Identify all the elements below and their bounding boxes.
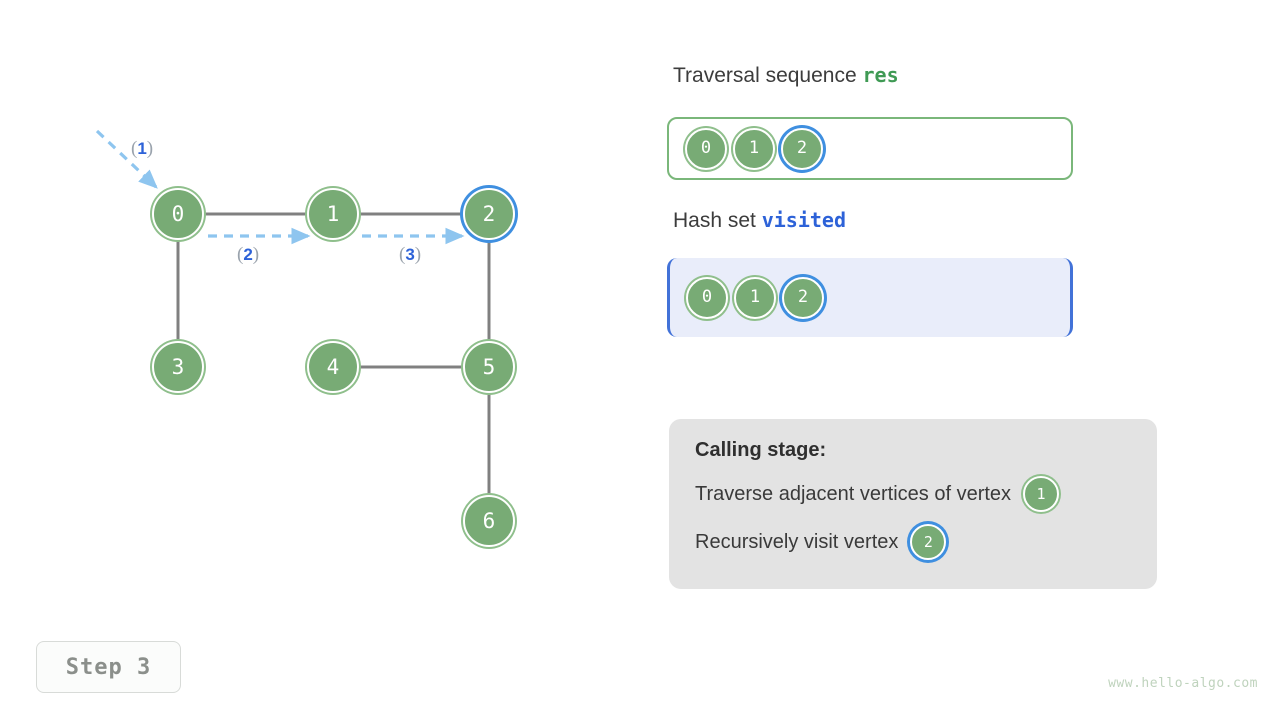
visited-set-title-text: Hash set <box>673 209 756 232</box>
graph-node-label: 0 <box>171 201 185 226</box>
watermark-text: www.hello-algo.com <box>1108 676 1258 691</box>
visited-chip-label: 2 <box>797 287 809 307</box>
visited-chip[interactable]: 2 <box>782 276 824 319</box>
graph-node-label: 3 <box>171 354 185 379</box>
graph-node-label: 5 <box>482 354 496 379</box>
calling-stage-line-text: Traverse adjacent vertices of vertex <box>695 482 1012 505</box>
graph-node-1[interactable]: 1 <box>307 188 359 240</box>
calling-stage-box: Calling stage: Traverse adjacent vertice… <box>669 419 1157 589</box>
traversal-arrow-1 <box>95 129 158 189</box>
traversal-step-label-3: (3) <box>399 244 422 265</box>
traversal-sequence-box: 0 1 2 <box>667 117 1073 180</box>
traversal-step-number: 1 <box>137 139 147 158</box>
visited-chip[interactable]: 0 <box>686 276 728 319</box>
calling-stage-line: Traverse adjacent vertices of vertex 1 <box>695 476 1131 512</box>
calling-stage-chip[interactable]: 2 <box>910 524 947 560</box>
step-badge: Step 3 <box>36 641 181 693</box>
graph-node-label: 1 <box>326 201 340 226</box>
graph-node-label: 2 <box>482 201 496 226</box>
visited-set-title: Hash set visited <box>673 208 846 233</box>
sequence-chip-label: 0 <box>700 138 712 158</box>
calling-stage-line: Recursively visit vertex 2 <box>695 524 1131 560</box>
graph-node-3[interactable]: 3 <box>152 341 204 393</box>
graph-panel: 0 1 2 3 4 5 6 (1) (2) (3) <box>0 0 640 620</box>
graph-node-label: 6 <box>482 508 496 533</box>
traversal-sequence-variable: res <box>862 63 899 87</box>
graph-node-label: 4 <box>326 354 340 379</box>
traversal-sequence-title: Traversal sequence res <box>673 63 899 88</box>
right-panel: Traversal sequence res 0 1 2 Hash set vi… <box>667 0 1280 720</box>
calling-stage-chip[interactable]: 1 <box>1023 476 1060 512</box>
graph-node-6[interactable]: 6 <box>463 495 515 547</box>
traversal-step-number: 2 <box>243 245 253 264</box>
sequence-chip[interactable]: 1 <box>733 127 775 170</box>
visited-chip-label: 0 <box>701 287 713 307</box>
edge-group <box>176 212 491 495</box>
graph-edges-svg <box>95 129 491 495</box>
calling-stage-line-text: Recursively visit vertex <box>695 530 899 553</box>
visited-set-variable: visited <box>761 208 847 232</box>
sequence-chip[interactable]: 0 <box>685 127 727 170</box>
calling-stage-chip-label: 2 <box>923 532 933 551</box>
traversal-step-label-2: (2) <box>237 244 260 265</box>
sequence-chip-label: 2 <box>796 138 808 158</box>
step-badge-label: Step 3 <box>65 654 152 680</box>
visited-set-box: 0 1 2 <box>667 258 1073 337</box>
sequence-chip-label: 1 <box>748 138 760 158</box>
graph-node-4[interactable]: 4 <box>307 341 359 393</box>
graph-node-0[interactable]: 0 <box>152 188 204 240</box>
watermark: www.hello-algo.com <box>1108 676 1258 691</box>
traversal-step-number: 3 <box>405 245 415 264</box>
visited-chip-label: 1 <box>749 287 761 307</box>
graph-node-2[interactable]: 2 <box>463 188 515 240</box>
traversal-sequence-title-text: Traversal sequence <box>673 64 857 87</box>
traversal-arrow-group <box>95 129 465 245</box>
traversal-step-label-1: (1) <box>131 138 154 159</box>
calling-stage-heading: Calling stage: <box>695 439 827 461</box>
sequence-chip[interactable]: 2 <box>781 127 823 170</box>
visited-chip[interactable]: 1 <box>734 276 776 319</box>
calling-stage-chip-label: 1 <box>1036 484 1046 503</box>
graph-node-5[interactable]: 5 <box>463 341 515 393</box>
